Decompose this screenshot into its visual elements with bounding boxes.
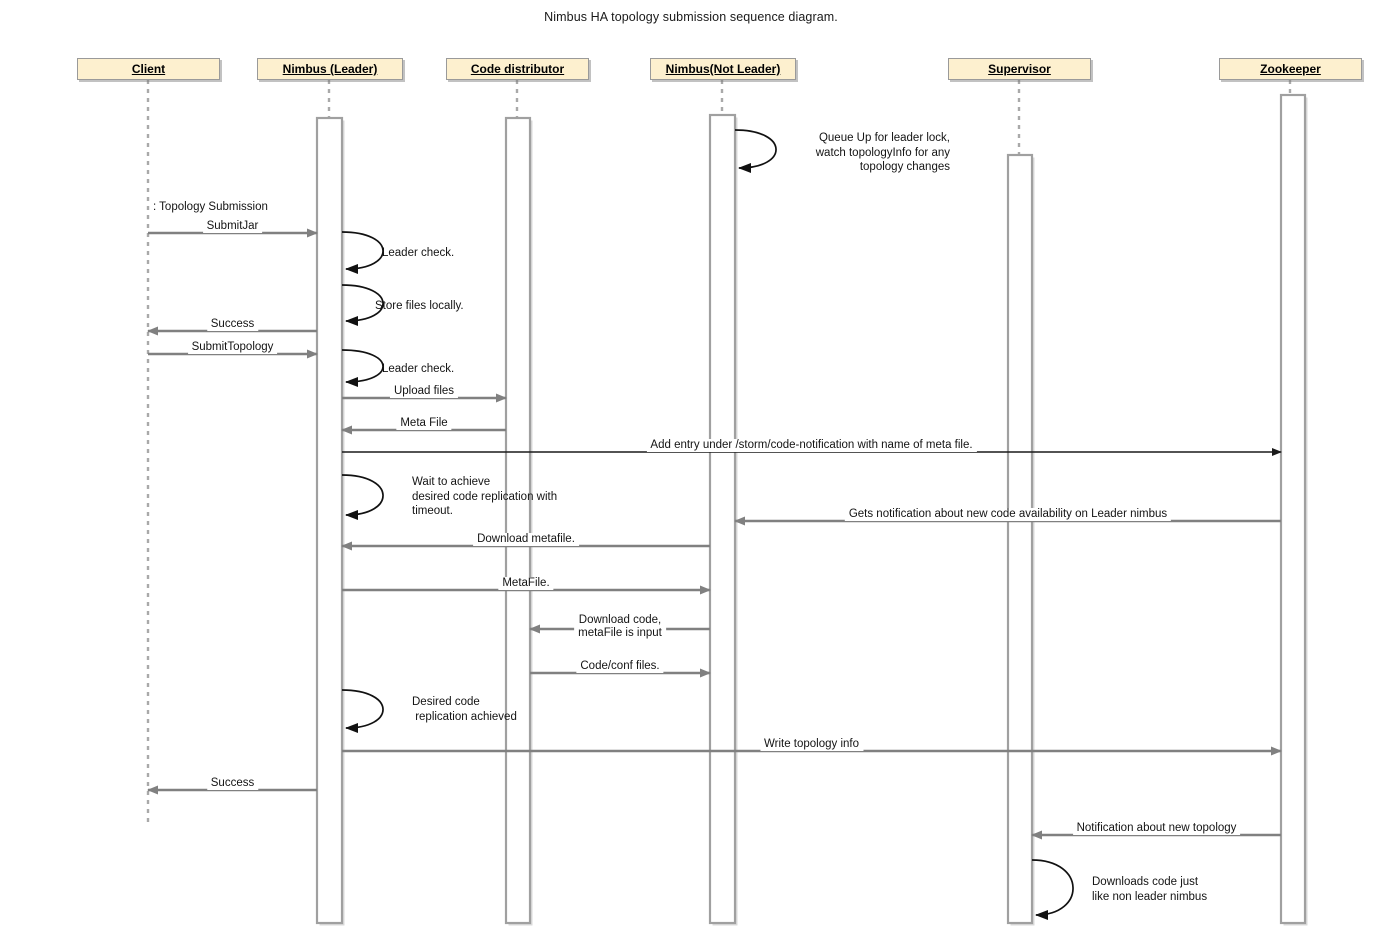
- participant-label: Nimbus (Leader): [282, 62, 378, 76]
- participant-supervisor[interactable]: Supervisor: [948, 58, 1091, 80]
- participant-code_dist[interactable]: Code distributor: [446, 58, 589, 80]
- self-message-note-leader-check-1: Leader check.: [382, 247, 455, 259]
- message-label-add-entry-zk: Add entry under /storm/code-notification…: [646, 439, 977, 452]
- self-message-loop-leader-check-2: [341, 349, 384, 387]
- participant-label: Nimbus(Not Leader): [665, 62, 781, 76]
- activation-bar-supervisor: [1006, 153, 1034, 925]
- message-label-upload-files: Upload files: [389, 385, 459, 398]
- self-message-loop-replication-achieved: [341, 689, 384, 733]
- self-message-note-store-files: Store files locally.: [375, 300, 464, 312]
- message-label-code-conf-files: Code/conf files.: [576, 660, 664, 673]
- participant-client[interactable]: Client: [77, 58, 220, 80]
- activation-bar-code_dist: [504, 116, 532, 925]
- standalone-label-topology-submission: : Topology Submission: [153, 201, 268, 214]
- activation-bars-group: [315, 93, 1308, 926]
- message-label-download-code: Download code, metaFile is input: [574, 614, 666, 640]
- participant-zookeeper[interactable]: Zookeeper: [1219, 58, 1362, 80]
- self-message-loops-group: [341, 129, 1074, 920]
- activation-bar-nimbus_nl: [708, 113, 737, 925]
- message-label-download-metafile: Download metafile.: [473, 533, 579, 546]
- participant-label: Code distributor: [470, 62, 565, 76]
- self-message-loop-wait-replication: [341, 474, 384, 520]
- message-lines-group: [147, 228, 1282, 840]
- participant-nimbus_lead[interactable]: Nimbus (Leader): [257, 58, 403, 80]
- self-message-note-downloads-code: Downloads code just like non leader nimb…: [1092, 876, 1208, 903]
- message-label-meta-file: Meta File: [396, 417, 452, 430]
- participant-label: Client: [131, 62, 166, 76]
- self-message-loop-leader-check-1: [341, 231, 384, 274]
- self-message-note-leader-check-2: Leader check.: [382, 363, 455, 375]
- participant-label: Zookeeper: [1260, 62, 1321, 76]
- activation-bar-nimbus_lead: [315, 116, 344, 925]
- self-message-note-replication-achieved: Desired code replication achieved: [412, 696, 517, 723]
- message-label-notify-new-topo: Notification about new topology: [1072, 822, 1241, 835]
- message-label-submittopology: SubmitTopology: [187, 341, 278, 354]
- participant-label: Supervisor: [988, 62, 1051, 76]
- message-label-success-2: Success: [206, 777, 259, 790]
- message-label-write-topology: Write topology info: [759, 738, 864, 751]
- message-label-submitjar: SubmitJar: [202, 220, 263, 233]
- activation-bar-zookeeper: [1279, 93, 1307, 925]
- message-label-gets-notification: Gets notification about new code availab…: [844, 508, 1172, 521]
- self-message-loop-store-files: [341, 284, 384, 326]
- self-message-note-wait-replication: Wait to achieve desired code replication…: [412, 476, 558, 517]
- message-label-success-1: Success: [206, 318, 259, 331]
- diagram-title: Nimbus HA topology submission sequence d…: [544, 10, 838, 24]
- message-label-metafile: MetaFile.: [498, 577, 554, 590]
- self-message-loop-downloads-code: [1031, 859, 1074, 920]
- self-message-loop-queue-leader-lock: [734, 129, 777, 173]
- self-message-note-queue-leader-lock: Queue Up for leader lock, watch topology…: [815, 132, 950, 173]
- participant-nimbus_nl[interactable]: Nimbus(Not Leader): [650, 58, 796, 80]
